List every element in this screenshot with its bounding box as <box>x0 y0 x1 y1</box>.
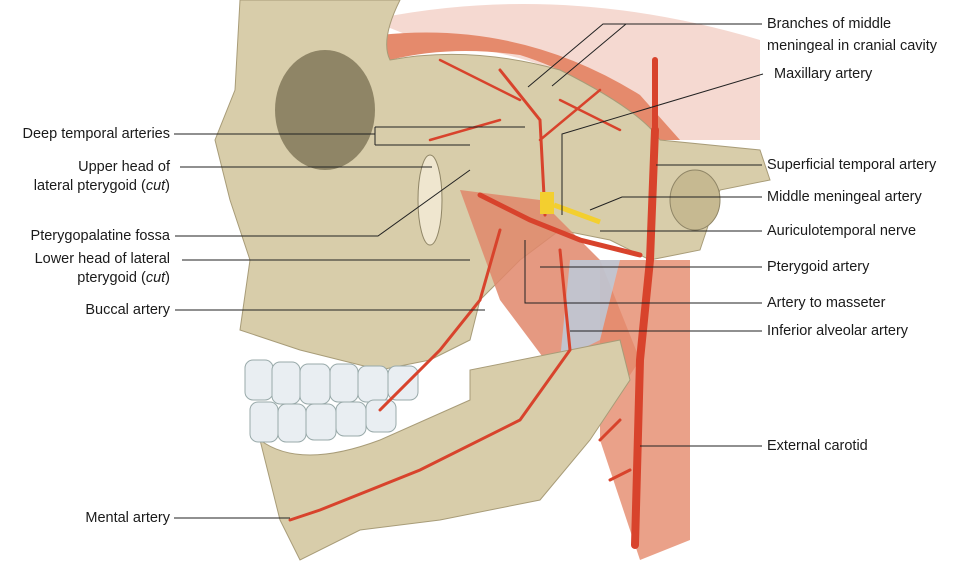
label-line-1: Lower head of lateral <box>34 251 170 267</box>
ear-canal <box>669 169 721 231</box>
leader-branches <box>527 23 762 88</box>
lower-teeth <box>249 399 397 443</box>
label-branches-middle-meningeal: Branches of middle meningeal in cranial … <box>767 13 937 57</box>
label-deep-temporal-arteries: Deep temporal arteries <box>22 126 171 142</box>
label-line-2: meningeal in cranial cavity <box>767 38 938 54</box>
label-middle-meningeal-artery: Middle meningeal artery <box>767 189 922 205</box>
maxillary-artery <box>477 192 643 258</box>
label-inferior-alveolar-artery: Inferior alveolar artery <box>767 323 909 339</box>
middle-meningeal-artery <box>498 68 547 217</box>
label-close: ) <box>165 178 170 194</box>
label-mental-artery: Mental artery <box>85 510 170 526</box>
label-artery-to-masseter: Artery to masseter <box>767 295 886 311</box>
leader-deep-temporal <box>174 126 525 146</box>
label-line-1: Upper head of <box>78 159 170 175</box>
auriculotemporal-nerve <box>540 192 554 214</box>
upper-teeth <box>244 359 419 405</box>
leader-lines <box>174 23 764 519</box>
leader-middle-meningeal <box>589 196 762 211</box>
arteries <box>288 57 659 549</box>
buccal-artery-path <box>378 228 502 412</box>
label-cut: cut <box>145 178 166 194</box>
nerve-bundle <box>560 260 620 360</box>
inferior-alveolar-path <box>288 248 572 522</box>
leader-pterygopalatine <box>175 169 471 237</box>
label-line-2: pterygoid ( <box>77 270 146 286</box>
neck-muscles <box>600 260 690 560</box>
label-superficial-temporal-artery: Superficial temporal artery <box>767 157 937 173</box>
label-close: ) <box>165 270 170 286</box>
label-line-2: lateral pterygoid ( <box>33 178 146 194</box>
label-upper-head-lateral-pterygoid: Upper head of lateral pterygoid (cut) <box>34 158 170 196</box>
label-buccal-artery: Buccal artery <box>85 302 170 318</box>
zygomatic-arch <box>417 154 443 246</box>
label-external-carotid: External carotid <box>767 438 868 454</box>
leader-masseter <box>524 240 762 304</box>
leader-maxillary <box>561 73 764 215</box>
label-line-1: Branches of middle <box>767 16 892 32</box>
label-maxillary-artery: Maxillary artery <box>774 66 873 82</box>
label-pterygoid-artery: Pterygoid artery <box>767 259 870 275</box>
label-auriculotemporal-nerve: Auriculotemporal nerve <box>767 223 917 239</box>
external-carotid-artery <box>631 126 659 549</box>
label-lower-head-lateral-pterygoid: Lower head of lateral pterygoid (cut) <box>35 250 170 288</box>
label-pterygopalatine-fossa: Pterygopalatine fossa <box>30 228 170 244</box>
orbit <box>275 50 375 170</box>
label-cut: cut <box>145 270 166 286</box>
